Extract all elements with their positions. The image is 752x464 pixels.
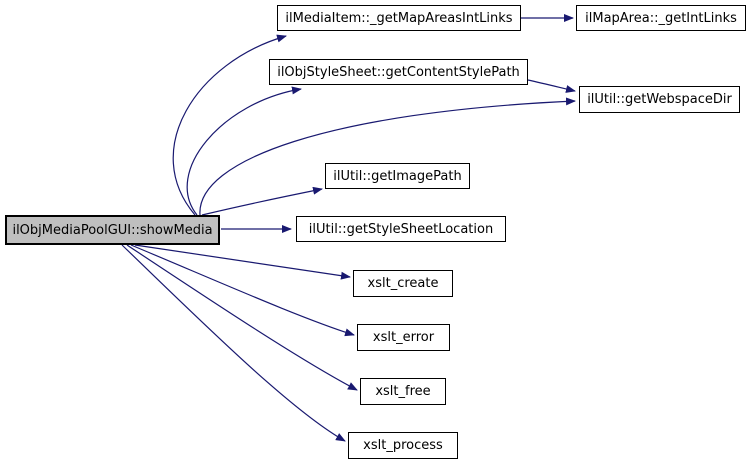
edge-showMedia-to-xslt_error	[130, 244, 355, 337]
edge-showMedia-to-getImagePath	[201, 186, 323, 216]
edge-showMedia-to-getMapAreasIntLinks	[172, 34, 287, 216]
edge-getContentStylePath-to-getWebspaceDir	[527, 79, 576, 93]
graph-node-xslt_process[interactable]: xslt_process	[348, 432, 458, 459]
graph-node-showMedia[interactable]: ilObjMediaPoolGUI::showMedia	[5, 215, 220, 245]
graph-node-label: ilUtil::getImagePath	[333, 168, 462, 184]
graph-node-getMapAreasIntLinks[interactable]: ilMediaItem::_getMapAreasIntLinks	[277, 5, 521, 31]
graph-node-xslt_create[interactable]: xslt_create	[353, 270, 453, 297]
graph-node-label: ilMapArea::_getIntLinks	[585, 10, 737, 26]
graph-node-label: ilObjStyleSheet::getContentStylePath	[277, 64, 520, 80]
graph-node-label: xslt_error	[372, 330, 435, 345]
graph-node-label: ilUtil::getStyleSheetLocation	[308, 221, 494, 237]
graph-node-label: xslt_create	[367, 276, 439, 291]
graph-node-getStyleSheetLocation[interactable]: ilUtil::getStyleSheetLocation	[296, 216, 506, 242]
graph-node-getIntLinks[interactable]: ilMapArea::_getIntLinks	[576, 5, 746, 31]
graph-node-getContentStylePath[interactable]: ilObjStyleSheet::getContentStylePath	[269, 59, 528, 85]
graph-node-label: xslt_free	[375, 384, 431, 399]
edge-showMedia-to-getWebspaceDir	[199, 97, 576, 216]
edge-showMedia-to-xslt_free	[126, 244, 358, 391]
graph-node-label: ilUtil::getWebspaceDir	[587, 92, 732, 107]
graph-node-xslt_error[interactable]: xslt_error	[357, 324, 450, 351]
edge-showMedia-to-xslt_process	[121, 244, 346, 442]
graph-node-getWebspaceDir[interactable]: ilUtil::getWebspaceDir	[579, 86, 740, 113]
graph-node-getImagePath[interactable]: ilUtil::getImagePath	[325, 163, 470, 189]
graph-node-label: ilObjMediaPoolGUI::showMedia	[12, 222, 213, 238]
graph-node-label: xslt_process	[363, 438, 443, 453]
edge-showMedia-to-xslt_create	[134, 244, 351, 280]
graph-node-label: ilMediaItem::_getMapAreasIntLinks	[285, 10, 513, 26]
edge-showMedia-to-getContentStylePath	[186, 86, 302, 216]
graph-node-xslt_free[interactable]: xslt_free	[360, 378, 446, 405]
